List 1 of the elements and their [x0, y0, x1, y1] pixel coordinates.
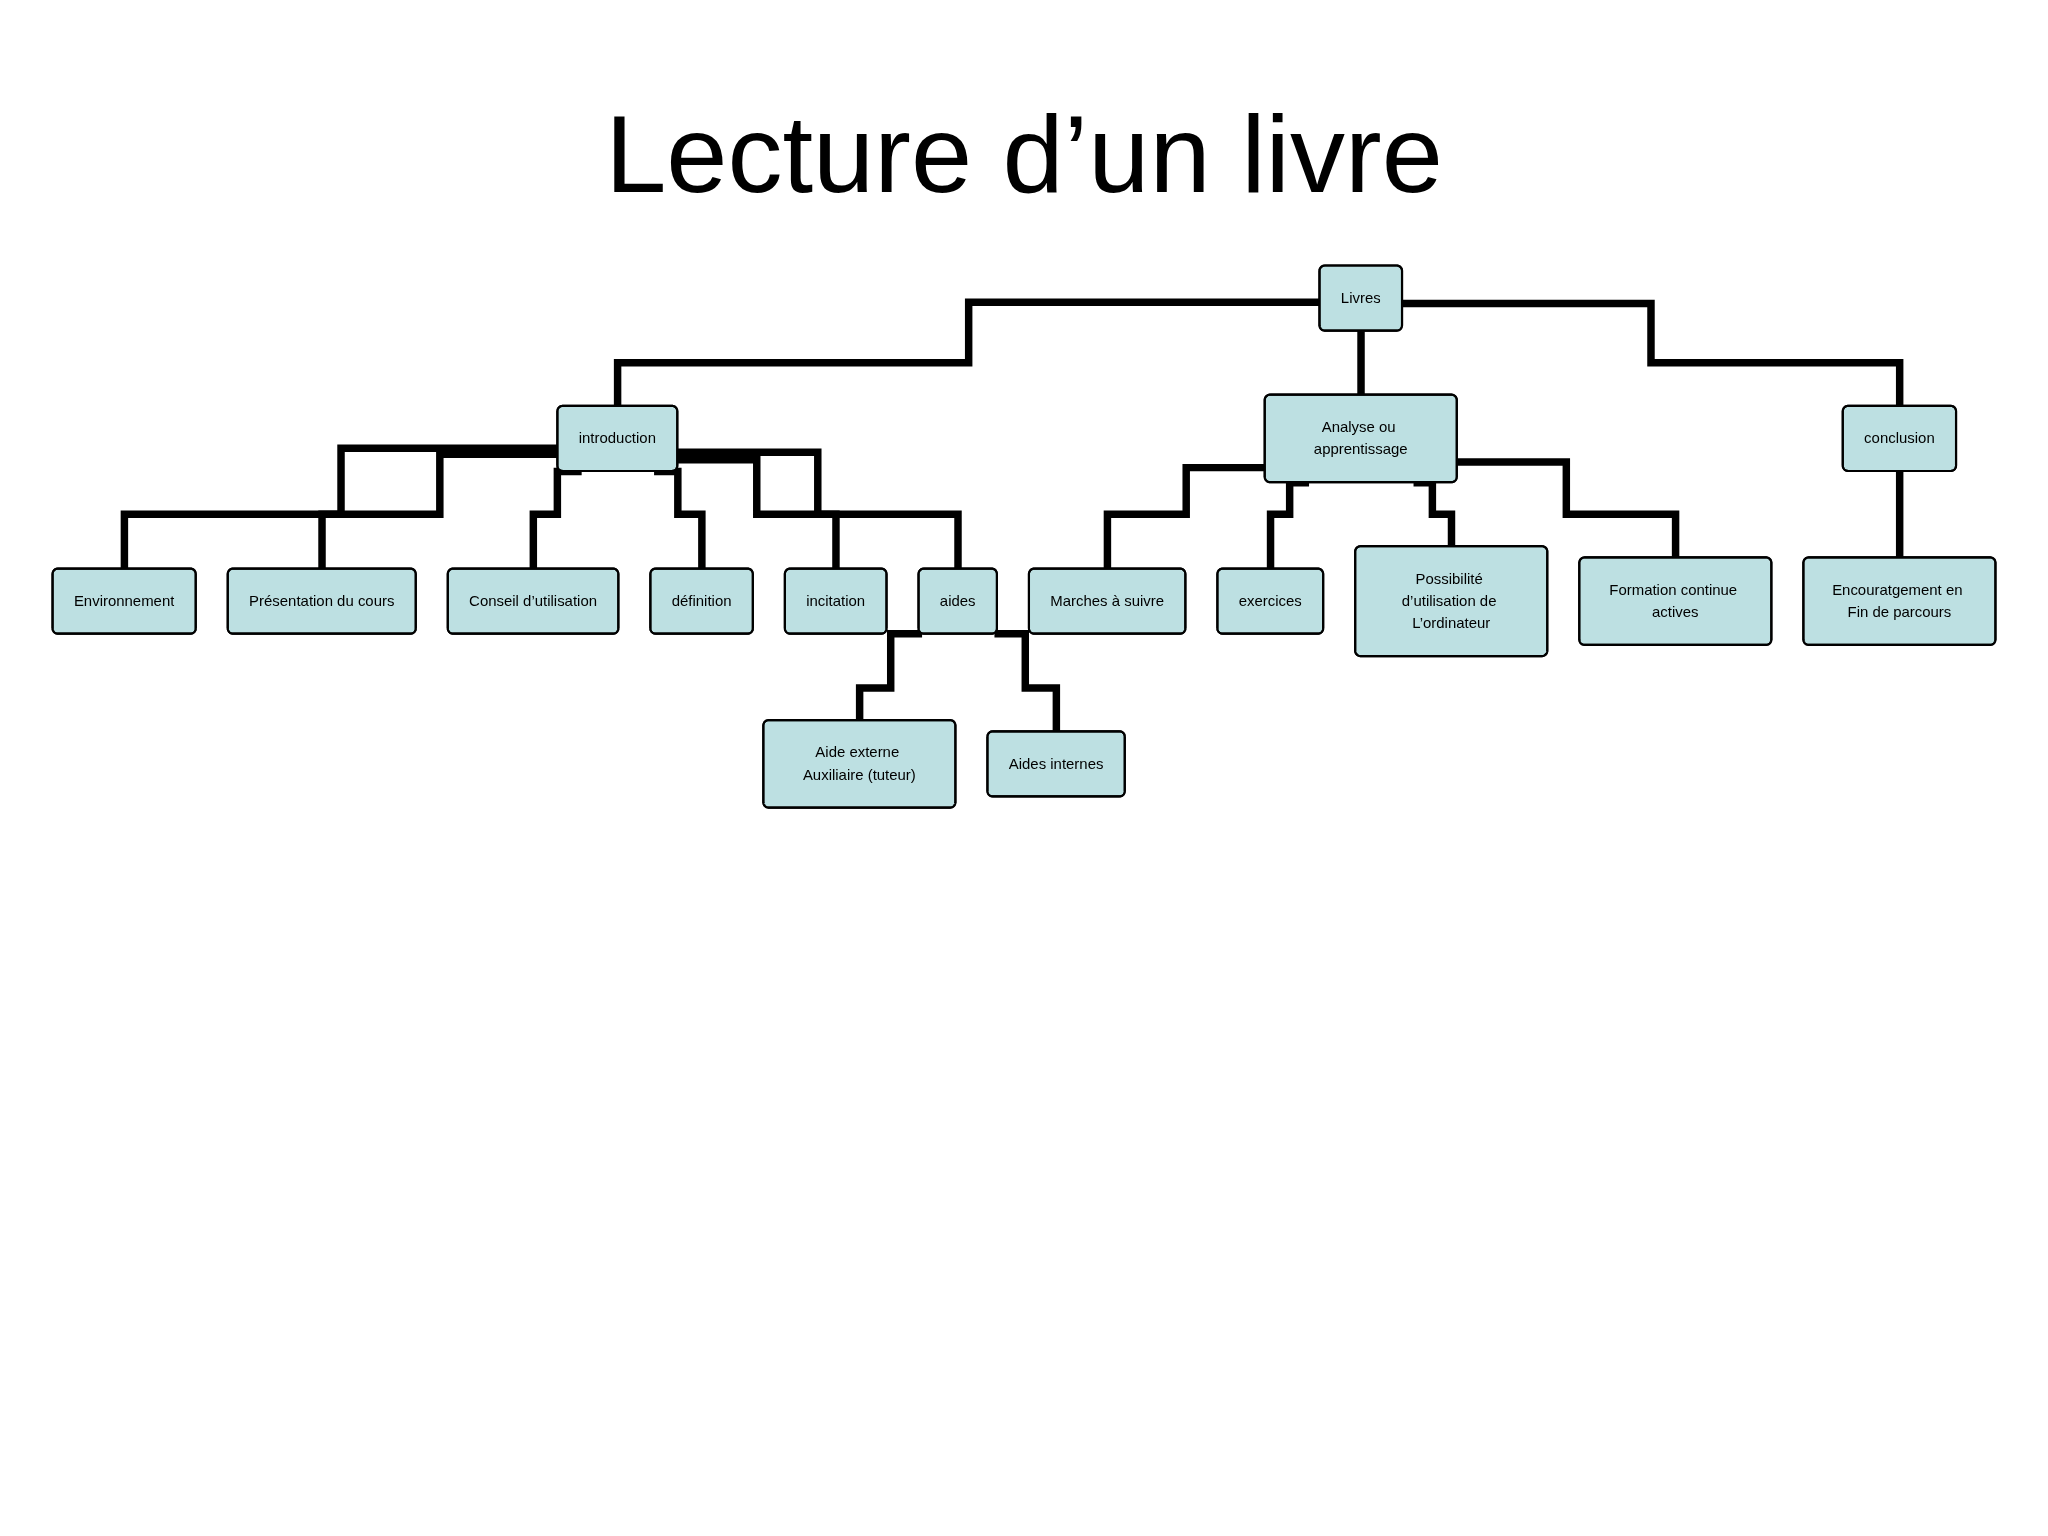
title: Lecture d’un livre: [604, 91, 1444, 217]
